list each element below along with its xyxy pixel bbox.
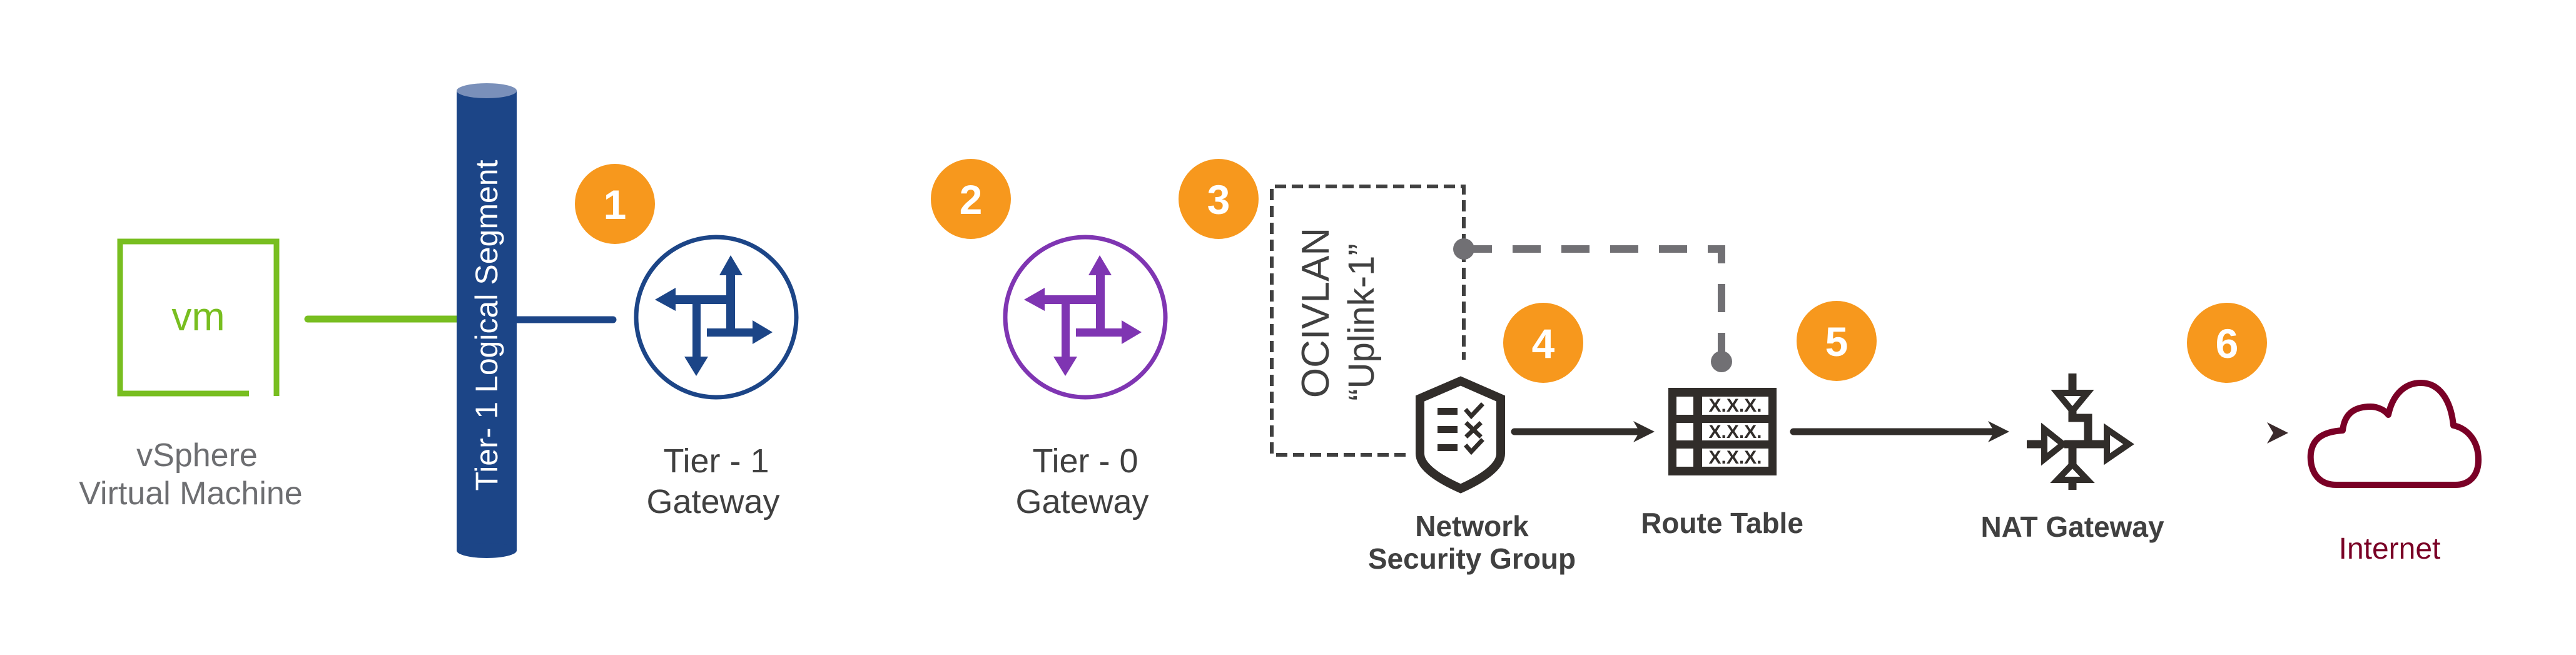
ocivlan-label-line2: “Uplink-1” bbox=[1341, 243, 1382, 400]
step-number-6: 6 bbox=[2216, 320, 2239, 367]
vm-node[interactable]: vm vSphere Virtual Machine bbox=[79, 238, 303, 512]
cloud-icon bbox=[2307, 380, 2482, 488]
link-nsg-to-route-table bbox=[1511, 421, 1655, 442]
tier0-label-line1: Tier - 0 bbox=[1032, 442, 1138, 480]
route-table-icon: X.X.X. X.X.X. X.X.X. bbox=[1668, 388, 1777, 475]
nsg-node[interactable]: Network Security Group bbox=[1368, 376, 1576, 575]
step-number-4: 4 bbox=[1532, 320, 1555, 367]
nsg-label-line2: Security Group bbox=[1368, 542, 1576, 575]
internet-node[interactable]: Internet bbox=[2307, 380, 2482, 566]
step-number-2: 2 bbox=[960, 176, 983, 223]
shield-checklist-icon bbox=[1416, 376, 1505, 494]
nat-gateway-icon bbox=[2027, 373, 2134, 490]
step-badge-2: 2 bbox=[931, 159, 1011, 239]
route-table-row-3: X.X.X. bbox=[1708, 447, 1762, 468]
connector-dot bbox=[1453, 238, 1474, 260]
ocivlan-route-table-association bbox=[1453, 238, 1732, 372]
tier1-gateway-node[interactable]: Tier - 1 Gateway bbox=[634, 235, 799, 520]
step-number-5: 5 bbox=[1825, 318, 1848, 365]
route-table-label: Route Table bbox=[1641, 507, 1803, 539]
logical-segment-cylinder-icon bbox=[457, 83, 517, 558]
vm-label-line1: vSphere bbox=[136, 437, 258, 474]
route-table-node[interactable]: X.X.X. X.X.X. X.X.X. Route Table bbox=[1641, 388, 1803, 539]
tier1-label-line2: Gateway bbox=[646, 483, 779, 520]
logical-segment-label: Tier- 1 Logical Segment bbox=[469, 160, 504, 490]
step-badge-4: 4 bbox=[1503, 303, 1583, 383]
arrowhead-icon bbox=[1633, 421, 1655, 442]
nat-gateway-node[interactable]: NAT Gateway bbox=[1980, 373, 2164, 543]
logical-segment-node[interactable]: Tier- 1 Logical Segment bbox=[457, 83, 517, 558]
step-number-1: 1 bbox=[604, 181, 627, 228]
route-table-row-1: X.X.X. bbox=[1708, 395, 1762, 416]
link-route-table-to-nat bbox=[1790, 421, 2009, 442]
nat-gateway-label: NAT Gateway bbox=[1980, 510, 2164, 543]
step-badge-5: 5 bbox=[1797, 301, 1877, 381]
tier0-label-line2: Gateway bbox=[1015, 483, 1149, 520]
nsg-label-line1: Network bbox=[1415, 510, 1529, 542]
router-arrows-icon bbox=[634, 235, 799, 400]
step-badge-6: 6 bbox=[2187, 303, 2267, 383]
link-nat-to-internet bbox=[2161, 422, 2288, 444]
arrowhead-icon bbox=[1988, 421, 2009, 442]
vm-label-line2: Virtual Machine bbox=[79, 475, 302, 512]
tier0-gateway-node[interactable]: Tier - 0 Gateway bbox=[1003, 235, 1168, 520]
step-number-3: 3 bbox=[1207, 176, 1230, 223]
tier1-label-line1: Tier - 1 bbox=[663, 442, 769, 480]
arrowhead-icon bbox=[2267, 422, 2288, 444]
vm-icon-text: vm bbox=[171, 294, 225, 339]
vm-box-icon: vm bbox=[117, 238, 280, 397]
step-badge-3: 3 bbox=[1179, 159, 1259, 239]
router-arrows-icon bbox=[1003, 235, 1168, 400]
step-badge-1: 1 bbox=[575, 164, 655, 244]
connector-dot bbox=[1711, 351, 1732, 372]
internet-label: Internet bbox=[2339, 532, 2441, 566]
route-table-row-2: X.X.X. bbox=[1708, 422, 1762, 442]
ocivlan-label-line1: OCIVLAN bbox=[1294, 228, 1337, 398]
